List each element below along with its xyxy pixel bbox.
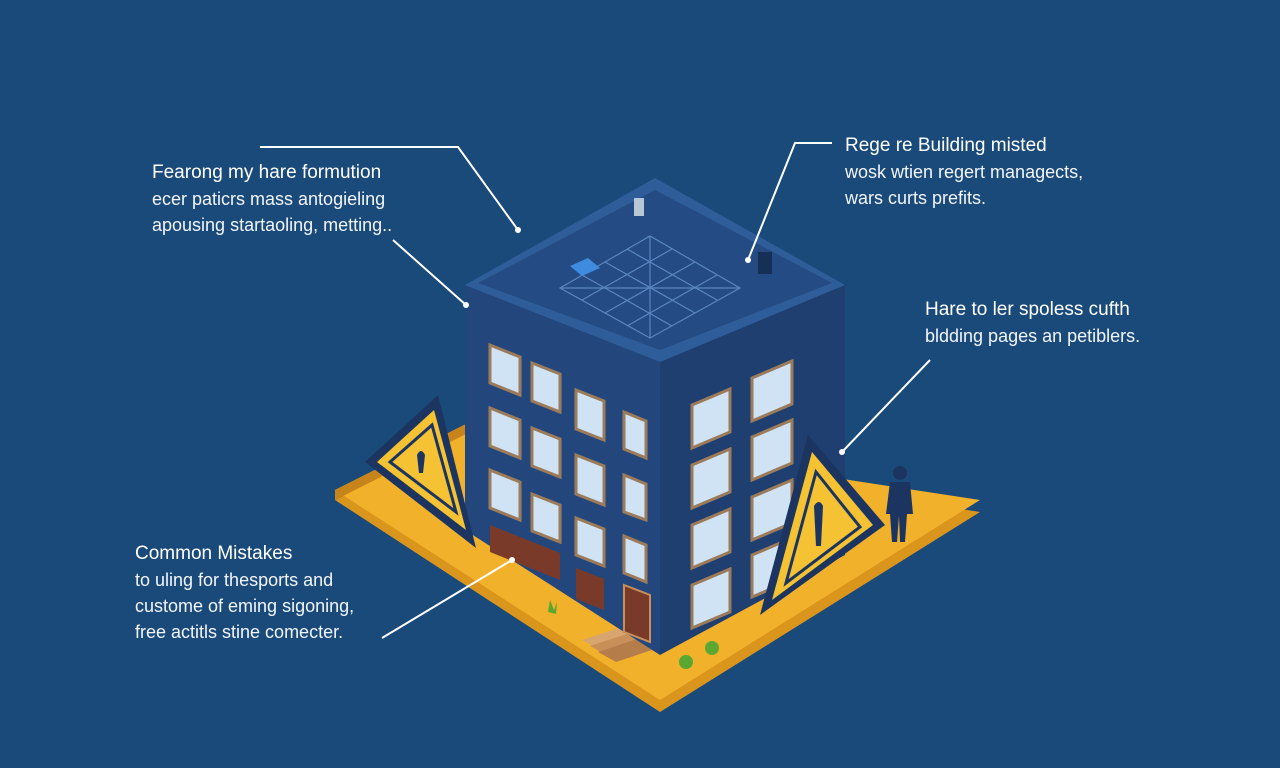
callout-text: ecer paticrs mass antogieling bbox=[152, 189, 386, 209]
callout-bottom-left: Common Mistakes to uling for thesports a… bbox=[135, 541, 354, 645]
worker-icon bbox=[814, 502, 823, 546]
callout-text: wosk wtien regert managects, bbox=[845, 162, 1084, 182]
warning-sign-right bbox=[760, 435, 885, 615]
roof-skylight bbox=[558, 235, 742, 339]
callout-text: wars curts prefits. bbox=[845, 188, 987, 208]
callout-title: Rege re Building misted bbox=[845, 135, 1047, 156]
roof-vent bbox=[758, 252, 772, 274]
callout-text: bldding pages an petiblers. bbox=[925, 326, 1141, 346]
roof-antenna bbox=[634, 198, 644, 216]
callout-top-right: Rege re Building misted wosk wtien reger… bbox=[845, 133, 1083, 211]
person-silhouette bbox=[886, 466, 913, 542]
storefront bbox=[576, 568, 604, 610]
callout-text: to uling for thesports and bbox=[135, 570, 334, 590]
connector-bottom-left bbox=[381, 559, 513, 639]
plants bbox=[548, 600, 719, 669]
connector-dots bbox=[463, 227, 845, 563]
callout-top-left: Fearong my hare formution ecer paticrs m… bbox=[152, 160, 392, 238]
warning-sign-left bbox=[365, 395, 476, 548]
callout-text: free actitls stine comecter. bbox=[135, 622, 344, 642]
front-door bbox=[623, 583, 651, 644]
storefront bbox=[490, 525, 560, 580]
connector-top-left-lower bbox=[392, 239, 467, 306]
callout-right: Hare to ler spoless cufth bldding pages … bbox=[925, 297, 1140, 349]
callout-title: Fearong my hare formution bbox=[152, 162, 382, 183]
side-windows bbox=[690, 358, 794, 631]
callout-title: Hare to ler spoless cufth bbox=[925, 299, 1130, 320]
solar-panel bbox=[570, 258, 600, 276]
callout-text: apousing startaoling, metting.. bbox=[152, 215, 393, 235]
worker-icon bbox=[417, 451, 425, 473]
connector-top-right bbox=[747, 142, 832, 261]
front-windows bbox=[488, 342, 648, 585]
connector-top-left bbox=[260, 146, 519, 231]
connector-right bbox=[841, 359, 931, 453]
callout-text: custome of eming sigoning, bbox=[135, 596, 355, 616]
connector-lines bbox=[260, 142, 931, 639]
callout-title: Common Mistakes bbox=[135, 543, 293, 564]
